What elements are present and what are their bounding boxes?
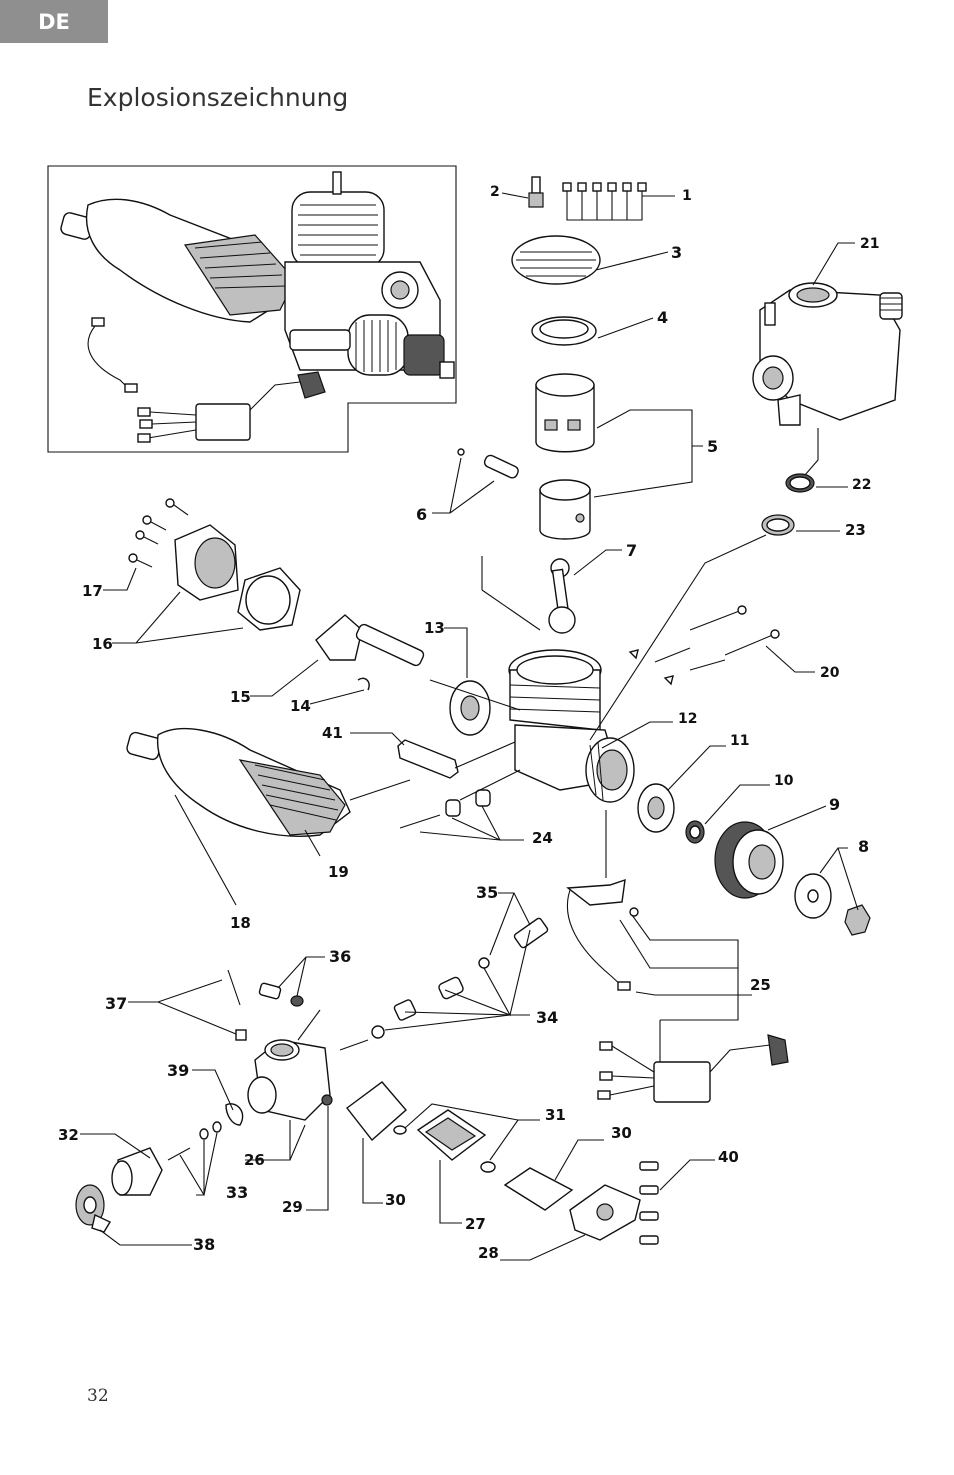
muffler [126,728,411,906]
prop-drive-hub [714,805,827,899]
callout-34: 34 [536,1008,558,1027]
callout-29: 29 [282,1198,303,1216]
thrust-washer [685,784,770,844]
callout-25: 25 [750,976,771,994]
callout-2: 2 [490,184,500,200]
page-number: 32 [87,1386,109,1406]
prop-nut-washer [794,847,871,936]
backplate-screws [103,498,244,644]
carburetor-body [128,969,331,1161]
callout-18: 18 [230,914,251,932]
callout-31: 31 [545,1106,566,1124]
cylinder-head [511,235,669,285]
piston-pin [432,448,519,514]
callout-39: 39 [167,1061,189,1080]
callout-6: 6 [416,505,427,524]
piston [539,479,591,540]
callout-14: 14 [290,697,311,715]
callout-36: 36 [329,947,351,966]
carburetor-assembly [752,242,903,476]
callout-27: 27 [465,1215,486,1233]
callout-24: 24 [532,829,553,847]
callout-26: 26 [244,1151,265,1169]
callout-20: 20 [820,665,840,681]
callout-30b: 30 [611,1124,632,1142]
callout-9: 9 [829,795,840,814]
callout-37: 37 [105,994,127,1013]
front-bearing [637,745,726,833]
callout-7: 7 [626,541,637,560]
callout-23: 23 [845,521,866,539]
callout-33: 33 [226,1183,248,1202]
assembled-engine-inset [47,165,457,453]
callout-30a: 30 [385,1191,406,1209]
callout-3: 3 [671,243,682,262]
exhaust-gasket [350,732,516,779]
crankshaft [250,614,521,711]
callout-5: 5 [707,437,718,456]
backplate [174,524,301,631]
callout-8: 8 [858,837,869,856]
callout-40: 40 [718,1148,739,1166]
callout-4: 4 [657,308,668,327]
callout-28: 28 [478,1244,499,1262]
case-screws [628,605,815,686]
callout-21: 21 [860,236,879,252]
callout-41: 41 [322,724,343,742]
o-rings [589,473,848,741]
needle-valve-parts [258,892,549,1051]
callout-10: 10 [774,773,794,789]
throttle-barrel [75,1121,222,1246]
callout-38: 38 [193,1235,215,1254]
crankcase [481,556,635,803]
cylinder-liner [535,373,595,453]
connecting-rod [548,549,622,634]
callout-12-leader [601,721,673,749]
callout-35: 35 [476,883,498,902]
bushings-screw [399,769,524,841]
callout-11: 11 [730,733,749,749]
callout-16: 16 [92,635,113,653]
callout-32: 32 [58,1126,79,1144]
head-screws [562,182,675,221]
ignition-sensor-module [566,810,789,1103]
callout-1: 1 [682,188,692,204]
callout-19: 19 [328,863,349,881]
callout-5-bracket [593,409,703,498]
pump-assembly [306,1081,715,1261]
head-gasket [531,316,654,346]
rear-bearing [444,627,491,736]
page-title: Explosionszeichnung [87,83,349,112]
callout-15: 15 [230,688,251,706]
language-tab: DE [0,0,108,43]
callout-22: 22 [852,477,871,493]
spark-plug [501,176,544,208]
callout-12: 12 [678,711,697,727]
callout-13: 13 [424,619,445,637]
callout-17: 17 [82,582,103,600]
